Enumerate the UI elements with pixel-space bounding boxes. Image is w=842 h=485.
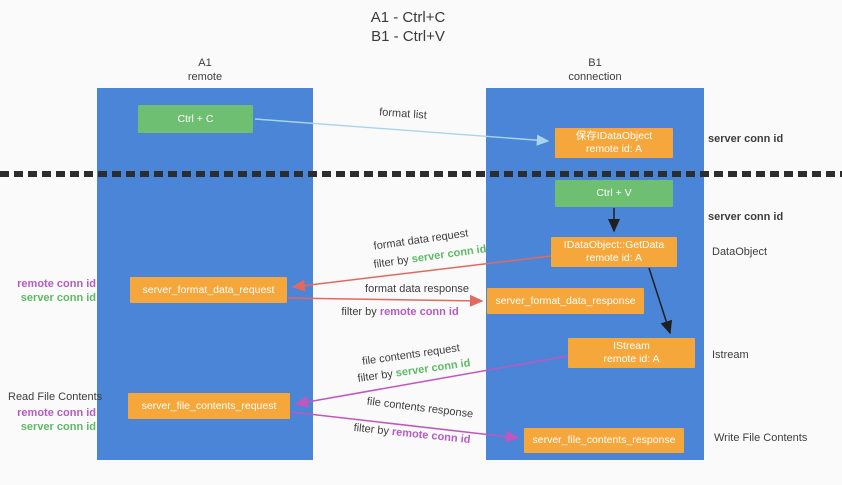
label-filter-remote-conn-1: filter by remote conn id	[341, 306, 458, 318]
lane-b1-subtitle: connection	[568, 71, 622, 83]
node-server-file-contents-request: server_file_contents_request	[128, 393, 290, 419]
label-server-conn-id-2: server conn id	[20, 421, 96, 433]
filter-by-text: filter by	[341, 306, 377, 318]
title-line-1: A1 - Ctrl+C	[370, 9, 446, 26]
lane-a1-subtitle: remote	[187, 71, 223, 83]
label-server-conn-id-top: server conn id	[708, 133, 784, 145]
format-data-request-arrow	[291, 255, 552, 292]
title-line-2: B1 - Ctrl+V	[371, 28, 445, 45]
node-istream: IStream remote id: A	[568, 338, 695, 368]
lane-header-a1: A1 remote	[97, 56, 313, 84]
file-contents-response-arrow	[290, 411, 520, 443]
node-istream-line1: IStream	[613, 340, 650, 352]
node-format-response-label: server_format_data_response	[495, 294, 636, 307]
label-server-conn-id-mid: server conn id	[708, 211, 784, 223]
conn-id-pair-top: remote conn id server conn id	[0, 277, 96, 305]
node-save-idataobject-line2: remote id: A	[585, 143, 643, 155]
remote-conn-id-text: remote conn id	[379, 306, 459, 318]
getdata-to-istream-arrow	[648, 267, 673, 335]
format-data-response-arrow	[287, 294, 484, 307]
lane-a1-name: A1	[198, 57, 212, 69]
diagram-title: A1 - Ctrl+C B1 - Ctrl+V	[288, 8, 528, 46]
node-idataobject-getdata: IDataObject::GetData remote id: A	[551, 237, 677, 267]
node-ctrl-c: Ctrl + C	[138, 105, 253, 133]
label-remote-conn-id-2: remote conn id	[17, 407, 96, 419]
node-save-idataobject: 保存IDataObject remote id: A	[555, 128, 673, 158]
label-write-file-contents: Write File Contents	[714, 432, 808, 444]
node-save-idataobject-line1: 保存IDataObject	[575, 130, 653, 142]
lane-b1-name: B1	[588, 57, 602, 69]
boundary-dotted-line	[0, 171, 842, 177]
node-ctrl-c-label: Ctrl + C	[177, 112, 214, 125]
label-server-conn-id-1: server conn id	[20, 292, 96, 304]
node-server-format-data-request: server_format_data_request	[130, 277, 287, 303]
node-getdata-line2: remote id: A	[585, 252, 643, 264]
conn-id-pair-bottom: remote conn id server conn id	[0, 406, 96, 434]
node-getdata-line1: IDataObject::GetData	[563, 239, 665, 251]
label-istream: Istream	[712, 349, 749, 361]
node-istream-line2: remote id: A	[603, 353, 660, 365]
node-ctrl-v-label: Ctrl + V	[596, 187, 632, 199]
label-format-data-response: format data response	[365, 283, 469, 295]
node-file-request-label: server_file_contents_request	[141, 399, 277, 412]
node-server-file-contents-response: server_file_contents_response	[524, 428, 684, 453]
label-remote-conn-id-1: remote conn id	[17, 278, 96, 290]
file-contents-request-arrow	[294, 355, 569, 408]
node-ctrl-v: Ctrl + V	[555, 180, 673, 207]
label-dataobject: DataObject	[712, 246, 768, 258]
format-list-arrow	[254, 118, 550, 146]
label-read-file-contents: Read File Contents	[8, 391, 103, 403]
node-format-request-label: server_format_data_request	[142, 283, 275, 296]
lane-header-b1: B1 connection	[486, 56, 704, 84]
node-file-response-label: server_file_contents_response	[532, 434, 676, 446]
node-server-format-data-response: server_format_data_response	[487, 288, 644, 314]
